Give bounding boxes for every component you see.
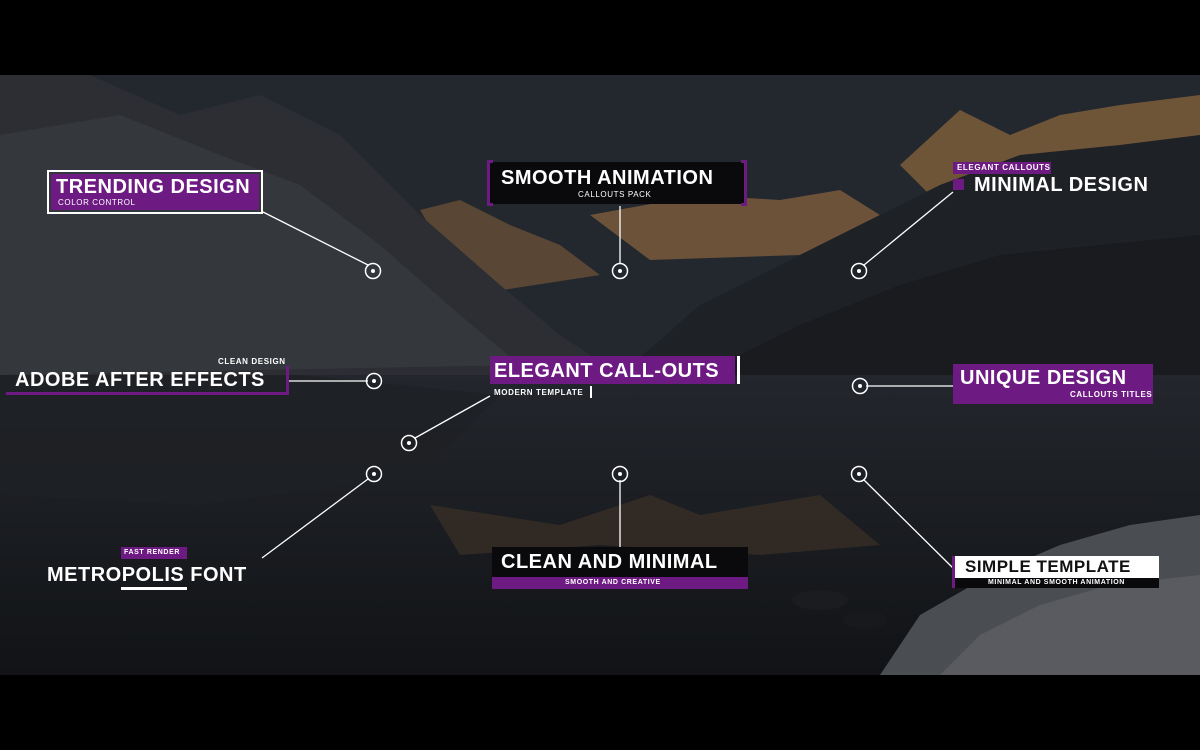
clean-callout-subtitle: SMOOTH AND CREATIVE — [565, 579, 661, 586]
adobe-callout-subtitle: CLEAN DESIGN — [218, 357, 286, 366]
adobe-callout-edge — [286, 366, 289, 395]
trending-callout-title: TRENDING DESIGN — [56, 176, 251, 198]
trending-callout-box — [51, 174, 259, 210]
smooth-callout-bracket-right — [741, 160, 747, 206]
target-circle-icon — [364, 262, 869, 483]
clean-callout-box — [492, 547, 748, 577]
simple-callout-subtitle: MINIMAL AND SMOOTH ANIMATION — [988, 579, 1125, 586]
minimal-callout-title: MINIMAL DESIGN — [974, 174, 1149, 196]
elegant-callout-marker — [590, 386, 592, 398]
simple-callout-subtitle-bar — [955, 578, 1159, 588]
letterbox-bottom — [0, 675, 1200, 750]
adobe-callout-underline — [6, 392, 289, 395]
simple-callout-edge — [952, 556, 955, 588]
smooth-callout-subtitle: CALLOUTS PACK — [578, 190, 652, 199]
smooth-callout-box — [487, 162, 747, 204]
letterbox-top — [0, 0, 1200, 75]
smooth-callout-title: SMOOTH ANIMATION — [501, 167, 714, 189]
adobe-callout-title: ADOBE AFTER EFFECTS — [15, 369, 265, 391]
unique-callout-subtitle: CALLOUTS TITLES — [1070, 390, 1153, 399]
clean-callout-subtitle-bar — [492, 577, 748, 589]
metropolis-callout-title: METROPOLIS FONT — [47, 564, 247, 586]
simple-callout-title: SIMPLE TEMPLATE — [965, 557, 1131, 576]
smooth-callout-bracket-left — [487, 160, 493, 206]
minimal-callout-tag-box — [953, 162, 1051, 174]
metropolis-callout-tag: FAST RENDER — [124, 549, 180, 556]
elegant-callout-title: ELEGANT CALL-OUTS — [494, 360, 720, 382]
clean-callout-title: CLEAN AND MINIMAL — [501, 551, 718, 573]
metropolis-callout-underline — [121, 587, 187, 590]
elegant-callout-box — [490, 356, 735, 384]
trending-callout-frame — [47, 170, 263, 214]
unique-callout-box — [953, 364, 1153, 404]
unique-callout-title: UNIQUE DESIGN — [960, 367, 1127, 389]
elegant-callout-bar — [737, 356, 740, 384]
minimal-callout-square — [953, 179, 964, 190]
trending-callout-subtitle: COLOR CONTROL — [58, 198, 136, 207]
simple-callout-box — [955, 556, 1159, 578]
elegant-callout-subtitle: MODERN TEMPLATE — [494, 388, 584, 397]
metropolis-callout-tag-box — [121, 547, 187, 559]
minimal-callout-tag: ELEGANT CALLOUTS — [957, 163, 1051, 172]
